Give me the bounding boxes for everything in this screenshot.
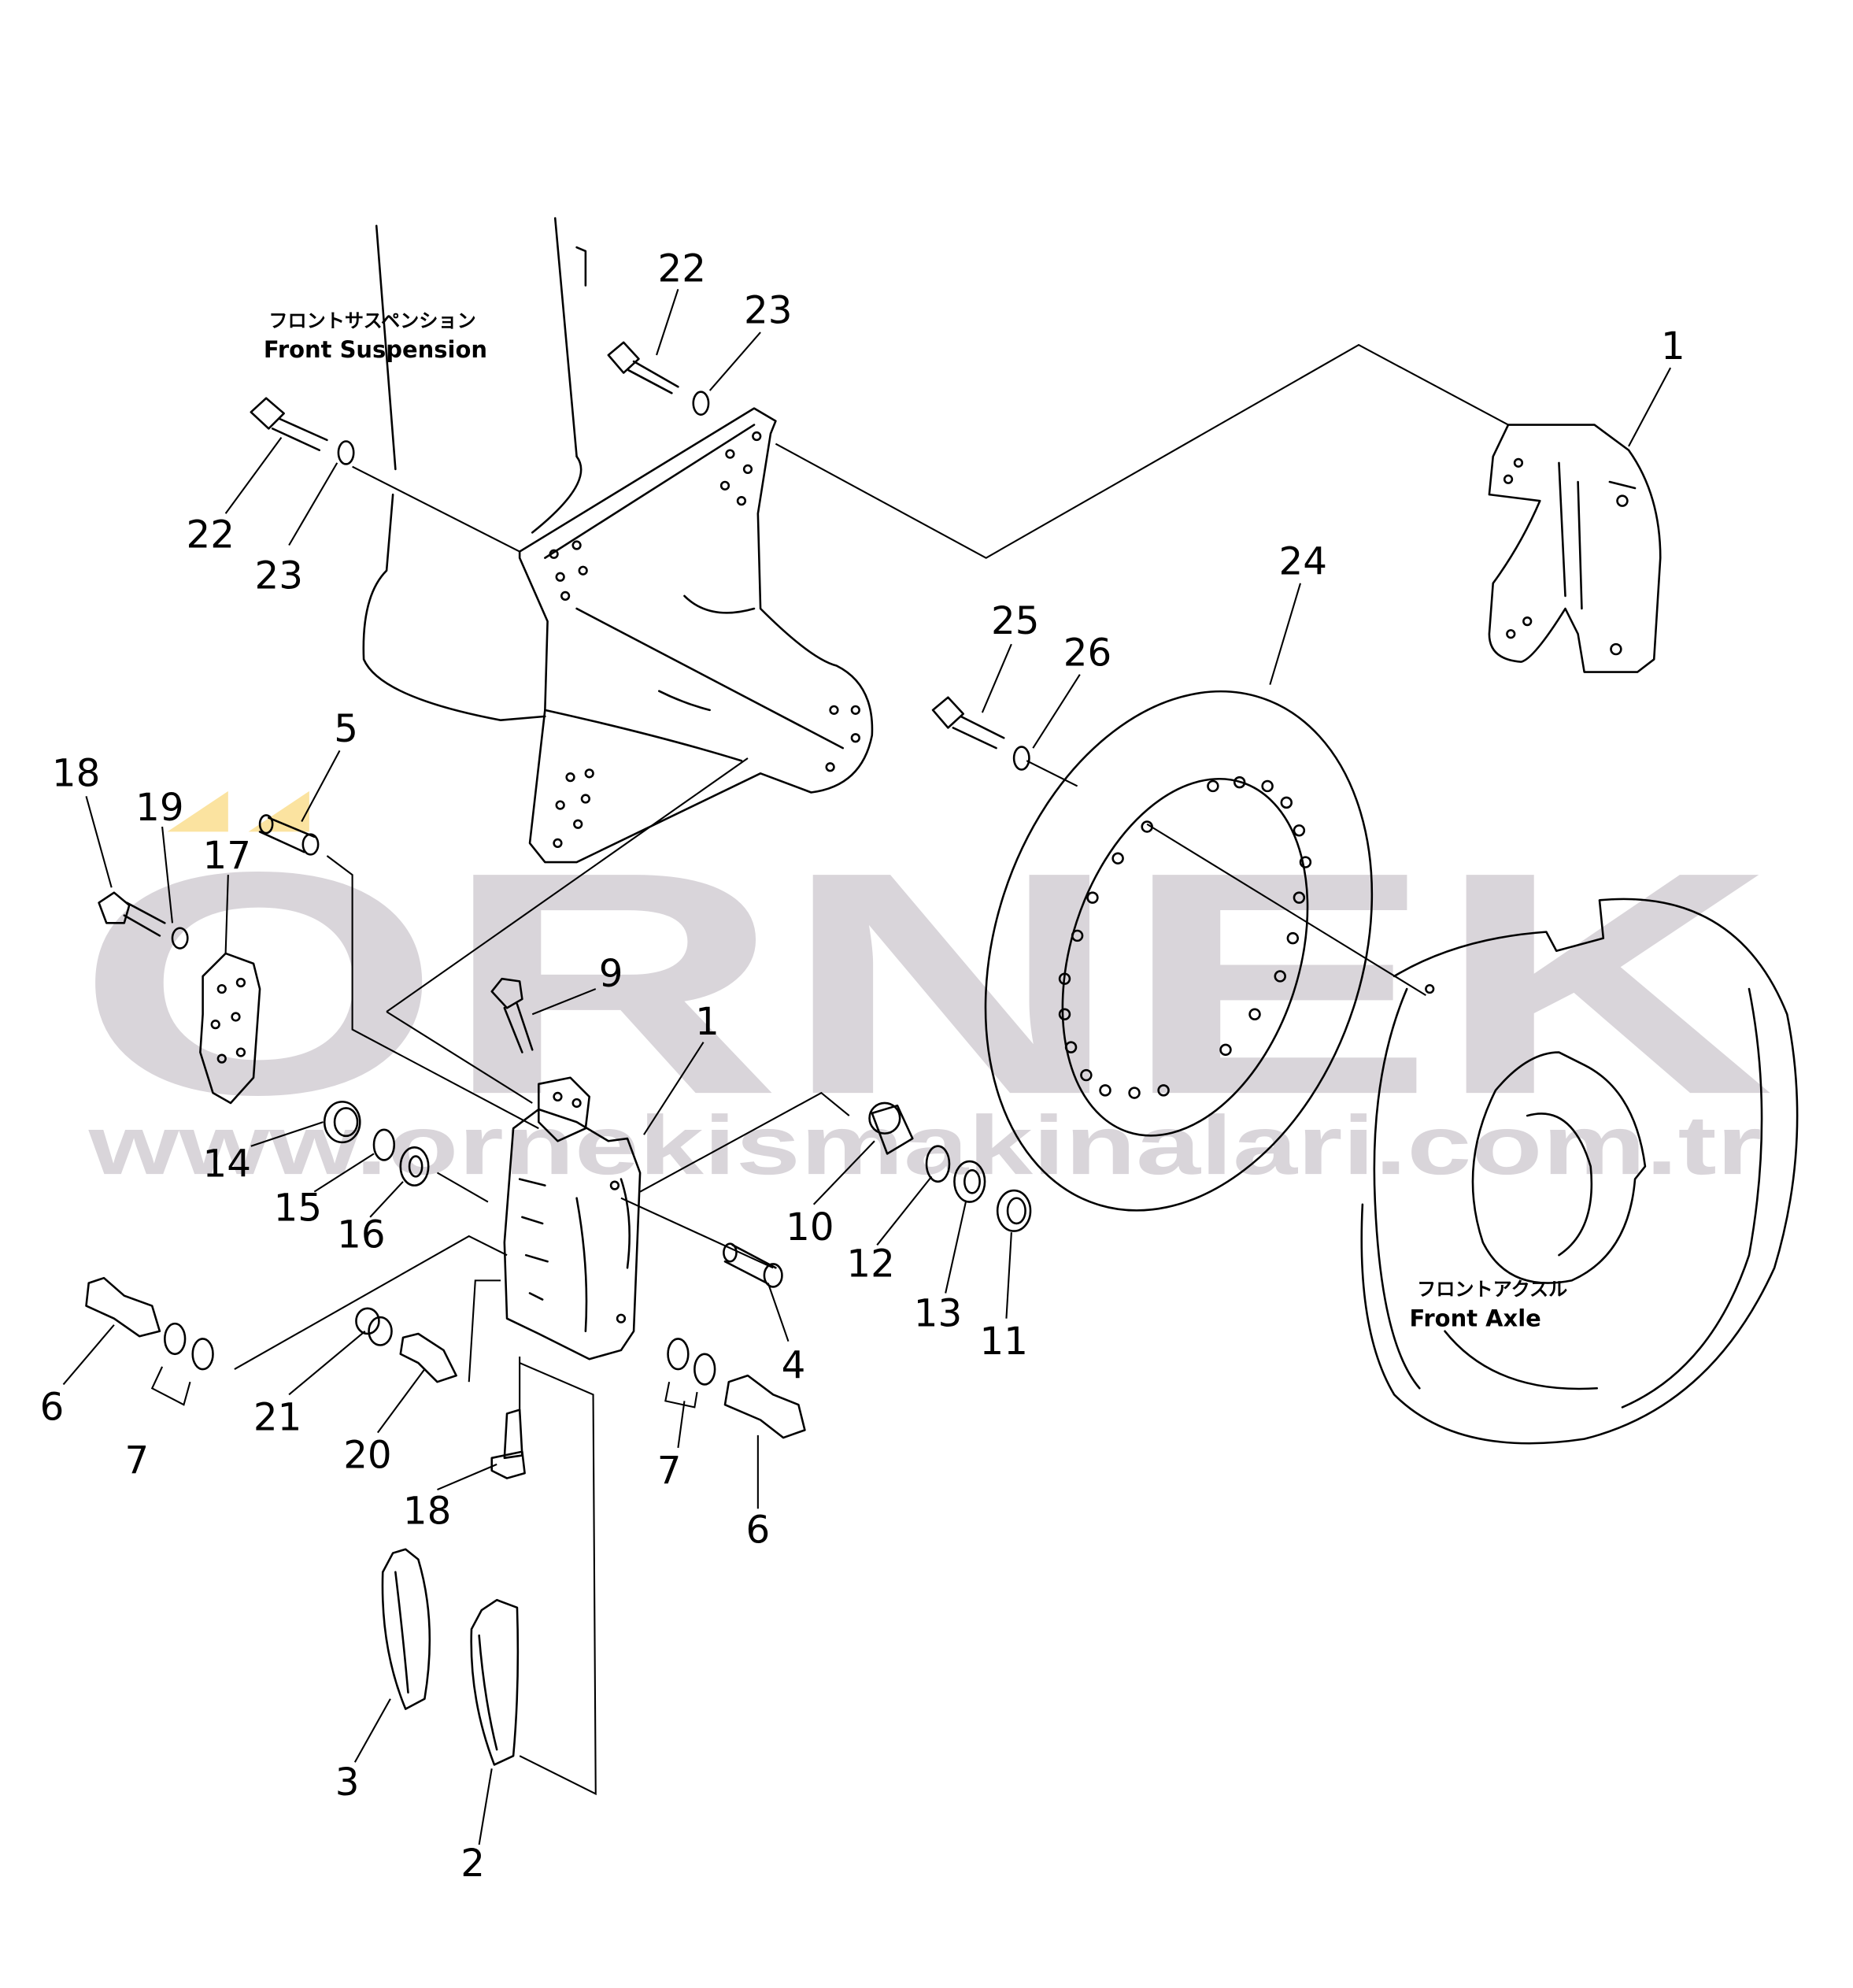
callout-21[interactable]: 21 bbox=[253, 1395, 301, 1439]
callout-1[interactable]: 1 bbox=[1661, 324, 1685, 368]
callout-1[interactable]: 1 bbox=[695, 1000, 719, 1044]
bleeder-6-right bbox=[664, 1338, 806, 1439]
callout-19[interactable]: 19 bbox=[135, 786, 183, 830]
callout-4[interactable]: 4 bbox=[782, 1343, 806, 1387]
assembly-line bbox=[326, 757, 749, 1130]
shim-3 bbox=[381, 1548, 431, 1710]
bolt-22-left bbox=[250, 397, 355, 465]
callouts: 22 23 1 22 23 24 25 26 5 18 19 17 9 1 14… bbox=[40, 247, 1685, 1886]
callout-7[interactable]: 7 bbox=[657, 1449, 682, 1493]
watermark: ORNEK www.ornekismakinalari.com.tr bbox=[76, 790, 1774, 1192]
disc-bolt-holes bbox=[1058, 776, 1312, 1099]
watermark-url: www.ornekismakinalari.com.tr bbox=[87, 1098, 1762, 1192]
callout-25[interactable]: 25 bbox=[991, 599, 1039, 643]
pin-4 bbox=[723, 1242, 783, 1288]
bolt-18-bottom bbox=[490, 1409, 526, 1479]
shim-2 bbox=[470, 1598, 520, 1766]
callout-5[interactable]: 5 bbox=[334, 707, 358, 751]
bolt-9 bbox=[490, 977, 534, 1053]
callout-14[interactable]: 14 bbox=[202, 1142, 250, 1186]
assembly-line bbox=[352, 343, 1509, 559]
assembly-line bbox=[436, 760, 1426, 1269]
suspension-label-jp: フロントサスペンション bbox=[268, 310, 475, 332]
callout-7[interactable]: 7 bbox=[125, 1438, 150, 1483]
callout-23[interactable]: 23 bbox=[744, 289, 792, 333]
callout-13[interactable]: 13 bbox=[914, 1291, 962, 1335]
callout-11[interactable]: 11 bbox=[979, 1320, 1027, 1364]
assembly-line bbox=[234, 1091, 850, 1796]
bolt-18-left bbox=[98, 891, 189, 950]
front-suspension: フロントサスペンション Front Suspension bbox=[264, 217, 874, 864]
axle-label-en: Front Axle bbox=[1409, 1305, 1540, 1331]
callout-24[interactable]: 24 bbox=[1278, 540, 1326, 584]
callout-9[interactable]: 9 bbox=[599, 952, 623, 996]
callout-20[interactable]: 20 bbox=[343, 1434, 391, 1478]
callout-16[interactable]: 16 bbox=[337, 1213, 385, 1257]
callout-6[interactable]: 6 bbox=[745, 1509, 770, 1553]
pin-5 bbox=[258, 814, 320, 856]
callout-18[interactable]: 18 bbox=[52, 751, 100, 795]
callout-15[interactable]: 15 bbox=[274, 1187, 322, 1231]
callout-26[interactable]: 26 bbox=[1063, 631, 1111, 675]
bolt-22-top bbox=[607, 341, 710, 416]
callout-22[interactable]: 22 bbox=[187, 513, 235, 557]
axle-label-jp: フロントアクスル bbox=[1417, 1279, 1567, 1301]
callout-12[interactable]: 12 bbox=[846, 1242, 894, 1286]
callout-2[interactable]: 2 bbox=[460, 1842, 485, 1886]
callout-6[interactable]: 6 bbox=[40, 1386, 65, 1430]
callout-22[interactable]: 22 bbox=[658, 247, 706, 291]
caliper-body bbox=[503, 1076, 642, 1361]
accent-mark bbox=[248, 790, 309, 832]
suspension-label-en: Front Suspension bbox=[264, 336, 487, 363]
piston-parts bbox=[868, 1101, 1032, 1232]
callout-17[interactable]: 17 bbox=[202, 834, 250, 878]
callout-leaders bbox=[62, 288, 1672, 1845]
brake-disc bbox=[984, 690, 1374, 1212]
callout-18[interactable]: 18 bbox=[403, 1490, 451, 1534]
bleeder-6-left bbox=[85, 1276, 214, 1406]
accent-mark bbox=[167, 790, 228, 832]
seals bbox=[323, 1101, 430, 1187]
brake-caliper-assembly bbox=[1488, 424, 1662, 673]
callout-3[interactable]: 3 bbox=[335, 1760, 360, 1805]
fittings-20-21 bbox=[355, 1307, 457, 1383]
bolt-holes bbox=[549, 431, 860, 849]
callout-10[interactable]: 10 bbox=[786, 1205, 834, 1249]
brake-pad-17 bbox=[199, 952, 261, 1105]
bolt-25 bbox=[931, 696, 1030, 771]
callout-23[interactable]: 23 bbox=[254, 553, 302, 598]
front-axle: フロントアクスル Front Axle bbox=[1360, 898, 1799, 1445]
